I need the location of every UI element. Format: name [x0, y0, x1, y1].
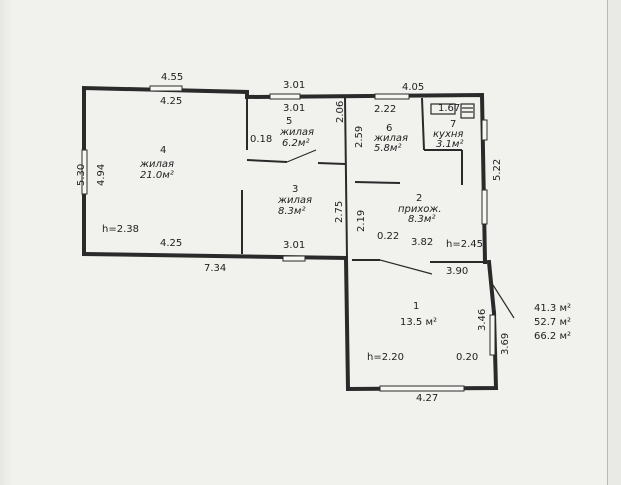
- wall-5-3-left: [246, 159, 288, 163]
- dim-room3-bottom: 3.01: [283, 240, 305, 251]
- dim-top-mid-outer: 3.01: [283, 80, 305, 91]
- paper-edge: [0, 0, 10, 485]
- room3-number: 3: [292, 184, 298, 195]
- window-room1-right: [489, 314, 496, 356]
- dim-width-390: 3.90: [446, 266, 468, 277]
- dim-bottom-room1: 4.27: [416, 393, 438, 404]
- dim-wall-219: 2.19: [356, 210, 367, 232]
- wall-3-2: [344, 96, 348, 259]
- dim-width-382: 3.82: [411, 237, 433, 248]
- dim-bottom-left: 7.34: [204, 263, 226, 274]
- wall-room1-right-top: [486, 259, 497, 316]
- paper-sheet: [10, 0, 608, 485]
- dim-room1-020: 0.20: [456, 352, 478, 363]
- wall-bottom-left: [81, 251, 349, 261]
- wall-5-3-right: [317, 162, 346, 165]
- window-room4-left: [81, 149, 88, 195]
- height-hall: h=2.45: [446, 239, 483, 250]
- window-room1-bottom: [379, 385, 465, 392]
- room7-area: 3.1м²: [436, 139, 463, 150]
- window-hall: [481, 189, 488, 225]
- window-room6: [374, 93, 410, 100]
- room2-area: 8.3м²: [408, 214, 435, 225]
- room2-name: прихож.: [398, 204, 442, 215]
- room7-name: кухня: [433, 129, 463, 140]
- room4-area: 21.0м²: [140, 170, 174, 181]
- room5-number: 5: [286, 116, 292, 127]
- room4-number: 4: [160, 145, 166, 156]
- total-living-area: 41.3 м²: [534, 303, 571, 314]
- room6-area: 5.8м²: [374, 143, 401, 154]
- dim-left-inner: 4.94: [96, 164, 107, 186]
- window-room5: [269, 93, 301, 100]
- dim-top-mid-inner: 3.01: [283, 103, 305, 114]
- wall-6-2: [354, 181, 401, 184]
- dim-kitchen-width: 1.67: [438, 103, 460, 114]
- dim-room1-369: 3.69: [500, 333, 511, 355]
- room2-number: 2: [416, 193, 422, 204]
- door-room1: [379, 259, 433, 275]
- door-room5: [286, 149, 317, 163]
- height-room4: h=2.38: [102, 224, 139, 235]
- dim-wall-022: 0.22: [377, 231, 399, 242]
- dim-room1-346: 3.46: [477, 309, 488, 331]
- stove-icon: [430, 103, 456, 115]
- room5-area: 6.2м²: [282, 138, 309, 149]
- dim-wall-018: 0.18: [250, 134, 272, 145]
- window-room4-top: [149, 85, 183, 92]
- room6-number: 6: [386, 123, 392, 134]
- dim-room4-bottom: 4.25: [160, 238, 182, 249]
- dim-wall-206: 2.06: [335, 101, 346, 123]
- height-room1: h=2.20: [367, 352, 404, 363]
- room4-name: жилая: [139, 159, 174, 170]
- door-entrance: [492, 284, 515, 319]
- dim-top-left-outer: 4.55: [161, 72, 183, 83]
- dim-left-outer: 5.30: [76, 164, 87, 186]
- dim-top-left-inner: 4.25: [160, 96, 182, 107]
- room7-number: 7: [450, 119, 456, 130]
- total-overall-area: 66.2 м²: [534, 331, 571, 342]
- dim-top-right-outer: 4.05: [402, 82, 424, 93]
- window-kitchen: [481, 119, 488, 141]
- room5-name: жилая: [279, 127, 314, 138]
- room1-number: 1: [413, 301, 419, 312]
- room1-area: 13.5 м²: [400, 317, 437, 328]
- dim-wall-275: 2.75: [334, 201, 345, 223]
- window-room3-bottom: [282, 255, 306, 262]
- dim-top-right-inner: 2.22: [374, 104, 396, 115]
- room3-name: жилая: [277, 195, 312, 206]
- sink-icon: [460, 103, 475, 119]
- dim-wall-259: 2.59: [354, 126, 365, 148]
- room3-area: 8.3м²: [278, 206, 305, 217]
- paper-right-strip: [607, 0, 621, 485]
- room6-name: жилая: [373, 133, 408, 144]
- dim-right-kitchen: 5.22: [492, 159, 503, 181]
- total-main-area: 52.7 м²: [534, 317, 571, 328]
- wall-6-7: [421, 97, 425, 151]
